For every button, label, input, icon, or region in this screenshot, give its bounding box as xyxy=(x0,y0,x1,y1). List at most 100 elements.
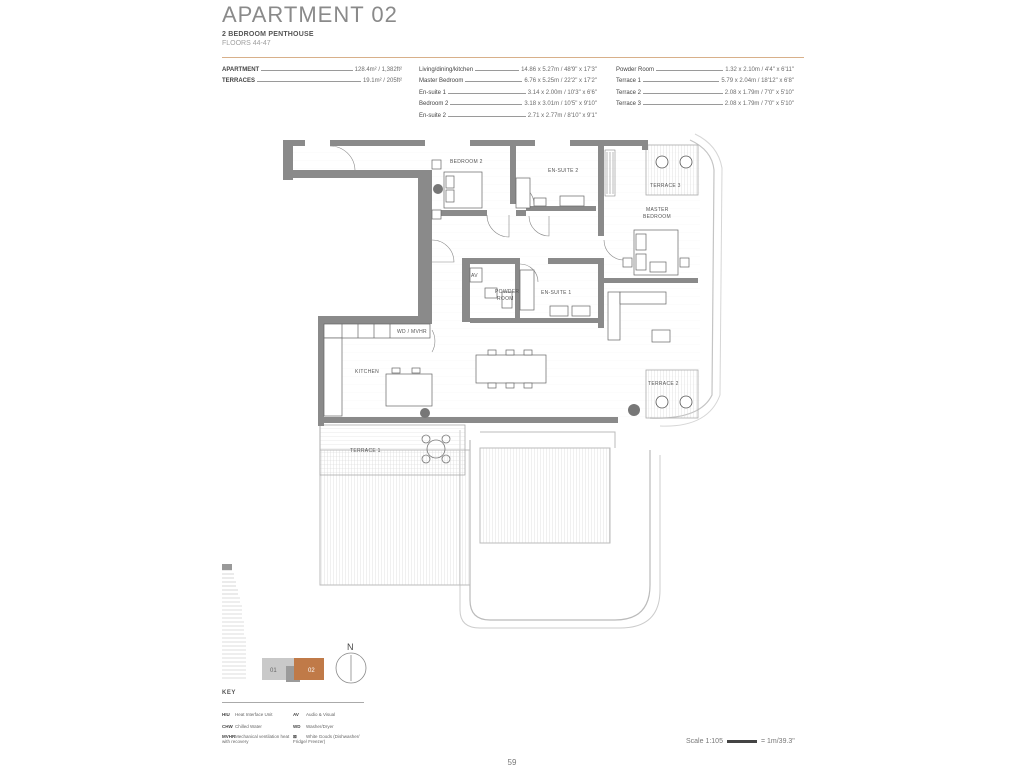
scale-bar-graphic xyxy=(726,740,757,743)
room-value: 2.71 x 2.77m / 8'10" x 9'1" xyxy=(527,112,597,119)
room-label: En-suite 1 xyxy=(419,89,447,96)
room-row: Bedroom 2 3.18 x 3.01m / 10'5" x 9'10" xyxy=(419,96,597,107)
key-text: Mechanical ventilation heat with recover… xyxy=(222,734,290,744)
room-value: 2.08 x 1.79m / 7'0" x 5'10" xyxy=(724,101,794,107)
label-ensuite-2: EN-SUITE 2 xyxy=(548,168,579,174)
label-av: AV xyxy=(471,273,478,279)
room-value: 14.86 x 5.27m / 48'9" x 17'3" xyxy=(521,66,597,73)
label-terrace-2: TERRACE 2 xyxy=(648,381,679,387)
area-totals-table: APARTMENT 128.4m² / 1,382ft² TERRACES 19.1… xyxy=(222,61,402,85)
wardrobe xyxy=(604,149,616,197)
label-wd-mvhr: WD / MVHR xyxy=(397,329,427,335)
room-label: Master Bedroom xyxy=(419,78,464,84)
room-label: Terrace 1 xyxy=(616,78,642,84)
label-powder: POWDER xyxy=(495,289,519,295)
room-label: En-suite 2 xyxy=(419,112,447,119)
ensuite-2-fixtures xyxy=(515,177,585,209)
master-bed xyxy=(622,229,690,276)
key-text: White Goods (Dishwasher/ Fridge/ Freezer… xyxy=(293,734,360,744)
key-text: Audio & Visual xyxy=(306,712,336,717)
label-bedroom-2: BEDROOM 2 xyxy=(450,159,483,165)
walls xyxy=(283,140,698,426)
key-item: AV Audio & Visual xyxy=(293,712,335,717)
north-label: N xyxy=(347,642,354,652)
key-item: MVHRMechanical ventilation heat with rec… xyxy=(222,734,294,744)
area-value: 128.4m² / 1,382ft² xyxy=(354,66,402,73)
room-value: 1.32 x 2.10m / 4'4" x 6'11" xyxy=(725,66,794,73)
room-value: 6.76 x 5.25m / 22'2" x 17'2" xyxy=(524,78,597,84)
key-code: AV xyxy=(293,712,299,717)
room-value: 5.79 x 2.04m / 18'12" x 6'8" xyxy=(721,78,794,84)
area-label: APARTMENT xyxy=(222,66,260,73)
room-row: Powder Room 1.32 x 2.10m / 4'4" x 6'11" xyxy=(616,61,794,73)
page-title: APARTMENT 02 xyxy=(222,2,398,27)
label-kitchen: KITCHEN xyxy=(355,369,379,375)
key-code: WD xyxy=(293,724,301,729)
key-code: MVHR xyxy=(222,734,236,739)
room-label: Powder Room xyxy=(616,66,655,73)
structural-columns xyxy=(420,184,640,418)
scale-unit: = 1m/39.3" xyxy=(760,738,795,745)
area-label: TERRACES xyxy=(222,78,256,84)
key-item: WD Washer/Dryer xyxy=(293,724,334,729)
building-elevation-graphic xyxy=(222,565,246,679)
key-item: HIU Heat Interface Unit xyxy=(222,712,273,717)
ensuite-1-fixtures xyxy=(469,267,591,317)
scale-bar: Scale 1:105 = 1m/39.3" xyxy=(686,738,795,745)
label-bedroom: BEDROOM xyxy=(643,214,671,220)
terrace-2 xyxy=(645,369,699,419)
label-ensuite-1: EN-SUITE 1 xyxy=(541,290,572,296)
room-row: Living/dining/kitchen 14.86 x 5.27m / 48'… xyxy=(419,61,597,73)
terrace-1 xyxy=(319,424,466,476)
area-value: 19.1m² / 205ft² xyxy=(362,78,402,84)
room-row: Terrace 3 2.08 x 1.79m / 7'0" x 5'10" xyxy=(616,96,794,107)
key-code: HIU xyxy=(222,712,230,717)
label-room: ROOM xyxy=(497,296,514,302)
room-row: Master Bedroom 6.76 x 5.25m / 22'2" x 17'… xyxy=(419,73,597,84)
room-label: Living/dining/kitchen xyxy=(419,66,474,73)
key-item: ⊠White Goods (Dishwasher/ Fridge/ Freeze… xyxy=(293,734,365,744)
room-dimensions-table-1: Living/dining/kitchen 14.86 x 5.27m / 48'… xyxy=(419,61,597,119)
apartment-type: 2 BEDROOM PENTHOUSE xyxy=(222,31,314,38)
label-terrace-3: TERRACE 3 xyxy=(650,183,681,189)
room-row: Terrace 2 2.08 x 1.79m / 7'0" x 5'10" xyxy=(616,84,794,96)
room-label: Terrace 3 xyxy=(616,101,642,107)
label-master: MASTER xyxy=(646,207,669,213)
key-title: KEY xyxy=(222,690,236,696)
room-value: 3.18 x 3.01m / 10'5" x 9'10" xyxy=(524,101,597,107)
white-goods-icon: ⊠ xyxy=(293,734,297,739)
kitchen-units xyxy=(323,323,433,417)
locator-unit-2: 02 xyxy=(308,668,315,674)
room-label: Terrace 2 xyxy=(616,89,642,96)
bedroom-2-bed xyxy=(431,159,483,220)
page-number: 59 xyxy=(507,758,517,767)
terrace-3 xyxy=(645,144,699,196)
room-row: En-suite 1 3.14 x 2.00m / 10'3" x 6'6" xyxy=(419,84,597,96)
terrace-chair-icon xyxy=(655,155,693,409)
floor-locator: 01 02 xyxy=(262,658,324,682)
north-arrow-icon: N xyxy=(335,642,367,684)
terrace-table-icon xyxy=(421,434,451,464)
room-dimensions-table-2: Powder Room 1.32 x 2.10m / 4'4" x 6'11" T… xyxy=(616,61,794,108)
apartment-floor xyxy=(290,145,700,420)
room-value: 2.08 x 1.79m / 7'0" x 5'10" xyxy=(724,89,794,96)
area-row: TERRACES 19.1m² / 205ft² xyxy=(222,73,402,84)
locator-unit-1: 01 xyxy=(270,668,277,674)
room-row: Terrace 1 5.79 x 2.04m / 18'12" x 6'8" xyxy=(616,73,794,84)
key-text: Heat Interface Unit xyxy=(235,712,273,717)
room-value: 3.14 x 2.00m / 10'3" x 6'6" xyxy=(527,89,597,96)
label-terrace-1: TERRACE 1 xyxy=(350,448,381,454)
key-code: CHW xyxy=(222,724,233,729)
elevation-highlight xyxy=(222,564,232,570)
floor-range: FLOORS 44-47 xyxy=(222,40,271,47)
key-divider xyxy=(222,702,364,703)
room-row: En-suite 2 2.71 x 2.77m / 8'10" x 9'1" xyxy=(419,107,597,119)
header-divider xyxy=(222,57,804,58)
area-row: APARTMENT 128.4m² / 1,382ft² xyxy=(222,61,402,73)
key-text: Chilled Water xyxy=(235,724,262,729)
room-label: Bedroom 2 xyxy=(419,101,449,107)
key-text: Washer/Dryer xyxy=(306,724,334,729)
scale-label: Scale 1:105 xyxy=(686,738,723,745)
